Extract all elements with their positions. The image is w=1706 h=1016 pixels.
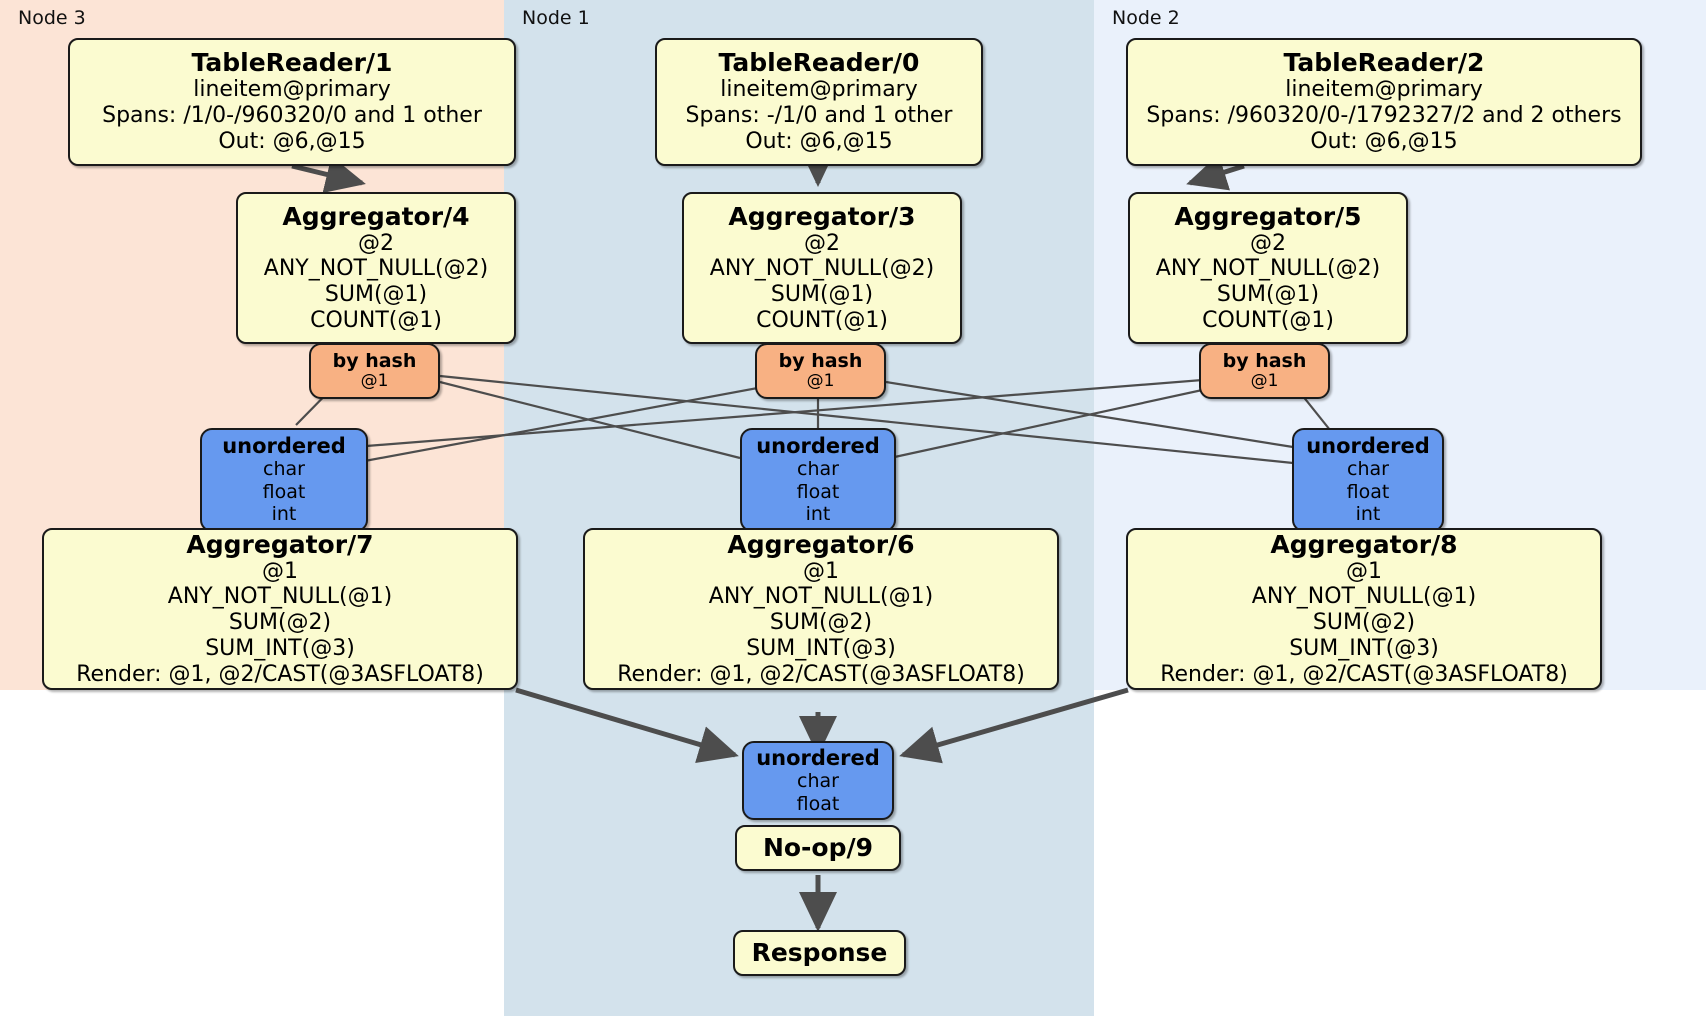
aggregator-6-agg-3: SUM_INT(@3) — [746, 635, 896, 661]
aggregator-8-agg-2: SUM(@2) — [1312, 610, 1416, 636]
aggregator-8-title: Aggregator/8 — [1270, 529, 1458, 559]
aggregator-3-agg-2: SUM(@1) — [770, 282, 874, 307]
router-by-hash-left[interactable]: by hash @1 — [309, 343, 440, 399]
unordered-final-type-2: float — [796, 792, 840, 815]
by-hash-right-column: @1 — [1250, 371, 1279, 392]
aggregator-5-agg-3: COUNT(@1) — [1202, 307, 1334, 333]
tablereader-0-out: Out: @6,@15 — [745, 128, 893, 154]
region-node-2-label: Node 2 — [1112, 7, 1180, 29]
router-by-hash-right[interactable]: by hash @1 — [1199, 343, 1330, 399]
processor-tablereader-0[interactable]: TableReader/0 lineitem@primary Spans: -/… — [655, 38, 983, 166]
aggregator-8-render: Render: @1, @2/CAST(@3ASFLOAT8) — [1160, 661, 1568, 687]
processor-aggregator-6[interactable]: Aggregator/6 @1 ANY_NOT_NULL(@1) SUM(@2)… — [583, 528, 1059, 690]
aggregator-4-title: Aggregator/4 — [282, 201, 470, 231]
unordered-right-type-1: char — [1347, 458, 1389, 481]
aggregator-6-title: Aggregator/6 — [727, 529, 915, 559]
aggregator-8-agg-3: SUM_INT(@3) — [1289, 635, 1439, 661]
by-hash-center-title: by hash — [778, 350, 863, 373]
response-title: Response — [751, 938, 888, 967]
unordered-left-type-1: char — [263, 458, 305, 481]
aggregator-4-agg-2: SUM(@1) — [324, 282, 428, 307]
processor-aggregator-4[interactable]: Aggregator/4 @2 ANY_NOT_NULL(@2) SUM(@1)… — [236, 192, 516, 344]
tablereader-0-table: lineitem@primary — [720, 77, 918, 103]
by-hash-left-title: by hash — [332, 350, 417, 373]
aggregator-5-agg-2: SUM(@1) — [1216, 282, 1320, 307]
aggregator-8-groupby: @1 — [1346, 558, 1382, 584]
processor-aggregator-5[interactable]: Aggregator/5 @2 ANY_NOT_NULL(@2) SUM(@1)… — [1128, 192, 1408, 344]
aggregator-4-groupby: @2 — [358, 230, 394, 256]
tablereader-2-table: lineitem@primary — [1285, 77, 1483, 103]
by-hash-right-title: by hash — [1222, 350, 1307, 373]
aggregator-6-agg-1: ANY_NOT_NULL(@1) — [708, 584, 934, 610]
unordered-center-type-2: float — [796, 480, 840, 503]
synchronizer-unordered-final[interactable]: unordered char float — [742, 741, 894, 820]
unordered-final-title: unordered — [756, 746, 880, 771]
region-node-3-label: Node 3 — [18, 7, 86, 29]
unordered-center-type-1: char — [797, 458, 839, 481]
processor-noop-9[interactable]: No-op/9 — [735, 825, 901, 871]
aggregator-6-agg-2: SUM(@2) — [769, 610, 873, 636]
aggregator-3-agg-3: COUNT(@1) — [756, 307, 888, 333]
router-by-hash-center[interactable]: by hash @1 — [755, 343, 886, 399]
aggregator-6-groupby: @1 — [803, 558, 839, 584]
processor-tablereader-1[interactable]: TableReader/1 lineitem@primary Spans: /1… — [68, 38, 516, 166]
tablereader-1-out: Out: @6,@15 — [218, 128, 366, 154]
processor-aggregator-7[interactable]: Aggregator/7 @1 ANY_NOT_NULL(@1) SUM(@2)… — [42, 528, 518, 690]
aggregator-7-agg-3: SUM_INT(@3) — [205, 635, 355, 661]
aggregator-6-render: Render: @1, @2/CAST(@3ASFLOAT8) — [617, 661, 1025, 687]
tablereader-2-title: TableReader/2 — [1283, 48, 1485, 78]
tablereader-0-title: TableReader/0 — [718, 48, 920, 78]
aggregator-7-agg-1: ANY_NOT_NULL(@1) — [167, 584, 393, 610]
tablereader-1-spans: Spans: /1/0-/960320/0 and 1 other — [102, 103, 482, 129]
aggregator-5-groupby: @2 — [1250, 230, 1286, 256]
processor-aggregator-8[interactable]: Aggregator/8 @1 ANY_NOT_NULL(@1) SUM(@2)… — [1126, 528, 1602, 690]
by-hash-left-column: @1 — [360, 371, 389, 392]
synchronizer-unordered-right[interactable]: unordered char float int — [1292, 428, 1444, 532]
aggregator-7-groupby: @1 — [262, 558, 298, 584]
processor-response[interactable]: Response — [733, 930, 906, 976]
unordered-right-type-3: int — [1355, 503, 1381, 526]
aggregator-7-title: Aggregator/7 — [186, 529, 374, 559]
unordered-center-type-3: int — [805, 503, 831, 526]
unordered-right-title: unordered — [1306, 434, 1430, 459]
region-node-1-label: Node 1 — [522, 7, 590, 29]
unordered-left-type-3: int — [271, 503, 297, 526]
tablereader-1-table: lineitem@primary — [193, 77, 391, 103]
tablereader-2-out: Out: @6,@15 — [1310, 128, 1458, 154]
tablereader-2-spans: Spans: /960320/0-/1792327/2 and 2 others — [1146, 103, 1622, 129]
processor-aggregator-3[interactable]: Aggregator/3 @2 ANY_NOT_NULL(@2) SUM(@1)… — [682, 192, 962, 344]
aggregator-8-agg-1: ANY_NOT_NULL(@1) — [1251, 584, 1477, 610]
unordered-right-type-2: float — [1346, 480, 1390, 503]
aggregator-3-agg-1: ANY_NOT_NULL(@2) — [709, 256, 935, 282]
aggregator-7-agg-2: SUM(@2) — [228, 610, 332, 636]
aggregator-5-agg-1: ANY_NOT_NULL(@2) — [1155, 256, 1381, 282]
unordered-left-title: unordered — [222, 434, 346, 459]
aggregator-3-groupby: @2 — [804, 230, 840, 256]
synchronizer-unordered-left[interactable]: unordered char float int — [200, 428, 368, 532]
unordered-final-type-1: char — [797, 770, 839, 793]
tablereader-1-title: TableReader/1 — [191, 48, 393, 78]
aggregator-7-render: Render: @1, @2/CAST(@3ASFLOAT8) — [76, 661, 484, 687]
aggregator-4-agg-3: COUNT(@1) — [310, 307, 442, 333]
by-hash-center-column: @1 — [806, 371, 835, 392]
processor-tablereader-2[interactable]: TableReader/2 lineitem@primary Spans: /9… — [1126, 38, 1642, 166]
unordered-left-type-2: float — [262, 480, 306, 503]
aggregator-5-title: Aggregator/5 — [1174, 201, 1362, 231]
synchronizer-unordered-center[interactable]: unordered char float int — [740, 428, 896, 532]
unordered-center-title: unordered — [756, 434, 880, 459]
aggregator-3-title: Aggregator/3 — [728, 201, 916, 231]
tablereader-0-spans: Spans: -/1/0 and 1 other — [685, 103, 953, 129]
aggregator-4-agg-1: ANY_NOT_NULL(@2) — [263, 256, 489, 282]
noop-9-title: No-op/9 — [762, 833, 874, 862]
